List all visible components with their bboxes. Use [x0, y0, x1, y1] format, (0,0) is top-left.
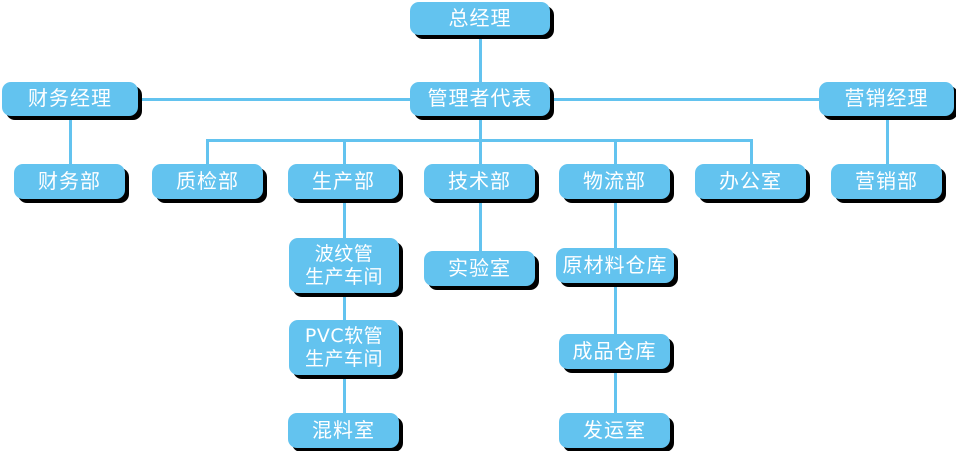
node-corrugated-pipe-workshop[interactable]: 波纹管 生产车间 — [289, 238, 399, 293]
node-office[interactable]: 办公室 — [695, 164, 806, 199]
node-technology-department[interactable]: 技术部 — [424, 164, 535, 199]
connector-marketing-mgr-down — [886, 116, 889, 164]
connector-drop-office — [750, 139, 753, 164]
connector-technology-to-lab — [479, 199, 482, 251]
connector-logistics-to-raw — [614, 199, 617, 248]
node-finished-goods-warehouse[interactable]: 成品仓库 — [559, 334, 670, 369]
node-marketing-department[interactable]: 营销部 — [831, 164, 942, 199]
connector-raw-to-finished — [614, 282, 617, 334]
connector-finance-mgr-down — [69, 116, 72, 164]
node-laboratory[interactable]: 实验室 — [424, 251, 535, 286]
connector-production-to-corrugated — [343, 199, 346, 239]
connector-gm-down — [479, 34, 482, 99]
connector-pvc-to-mixing — [343, 375, 346, 413]
node-marketing-manager[interactable]: 营销经理 — [819, 82, 954, 116]
node-management-representative[interactable]: 管理者代表 — [410, 82, 550, 116]
node-finance-manager[interactable]: 财务经理 — [2, 82, 138, 116]
node-general-manager[interactable]: 总经理 — [410, 2, 550, 35]
node-production-department[interactable]: 生产部 — [288, 164, 399, 199]
connector-finished-to-shipping — [614, 368, 617, 413]
connector-drop-technology — [479, 139, 482, 164]
connector-drop-logistics — [614, 139, 617, 164]
node-pvc-hose-workshop[interactable]: PVC软管 生产车间 — [289, 320, 399, 375]
node-quality-inspection-department[interactable]: 质检部 — [152, 164, 263, 199]
node-logistics-department[interactable]: 物流部 — [559, 164, 670, 199]
node-raw-material-warehouse[interactable]: 原材料仓库 — [556, 248, 674, 283]
connector-drop-production — [343, 139, 346, 164]
node-finance-department[interactable]: 财务部 — [14, 164, 125, 199]
connector-drop-quality — [206, 139, 209, 164]
node-shipping-room[interactable]: 发运室 — [559, 413, 670, 448]
node-mixing-room[interactable]: 混料室 — [288, 413, 399, 448]
connector-corrugated-to-pvc — [343, 292, 346, 320]
connector-mgmt-rep-down — [479, 116, 482, 141]
